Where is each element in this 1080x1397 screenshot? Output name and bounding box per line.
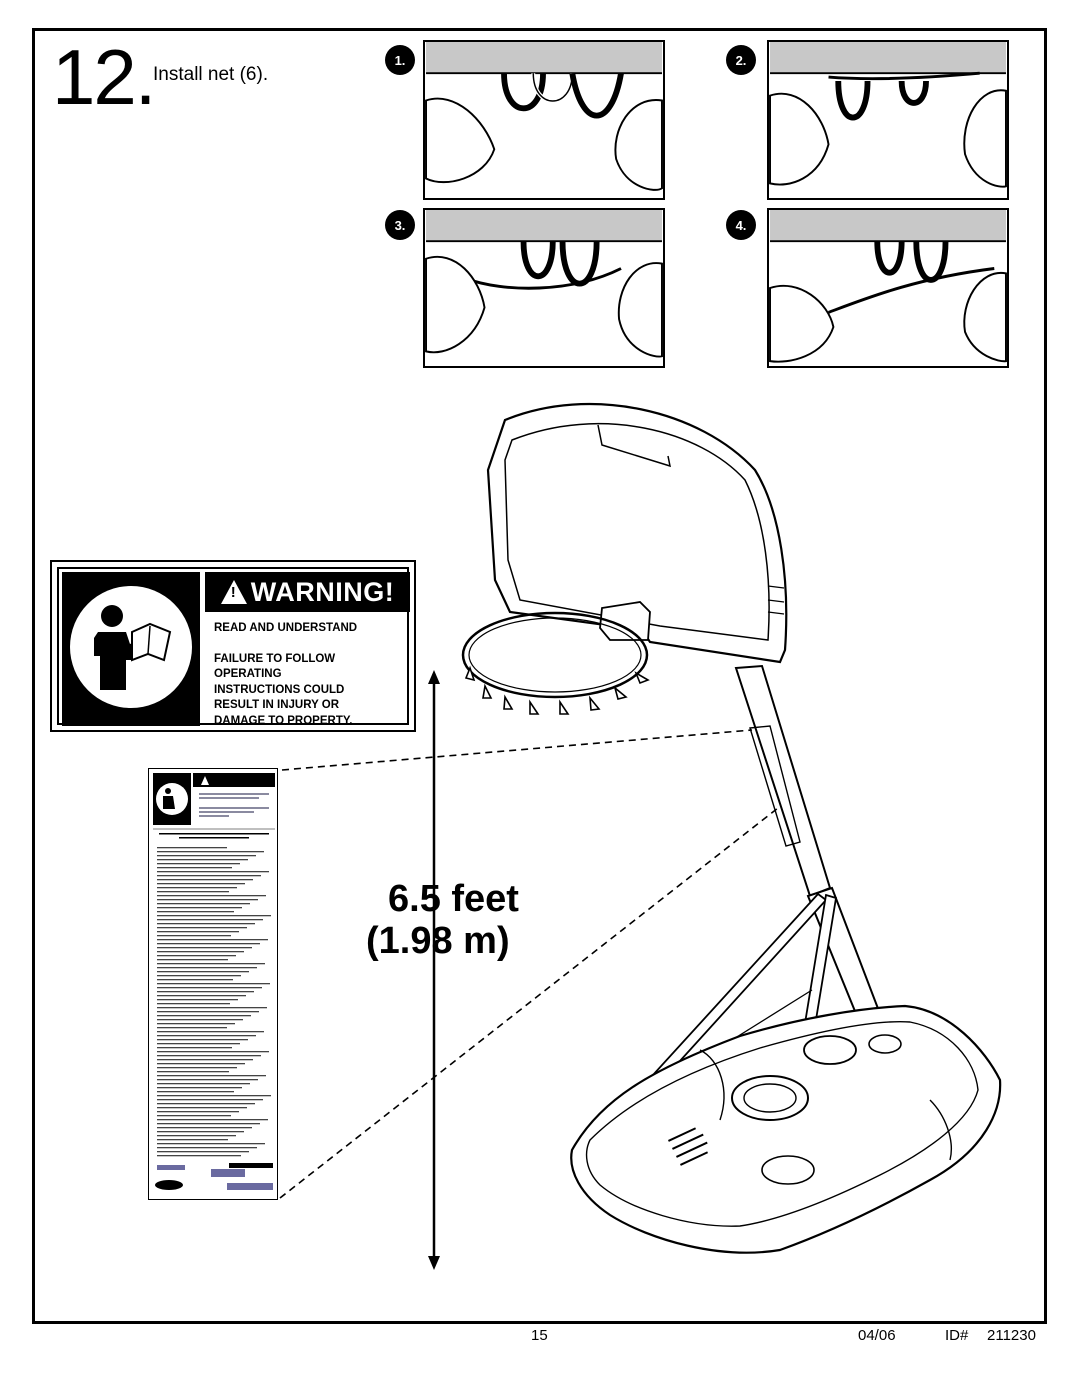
panel-badge-1: 1.: [385, 45, 415, 75]
net-hook-illustration-1: [425, 42, 663, 191]
panel-badge-2: 2.: [726, 45, 756, 75]
net-hook-illustration-2: [769, 42, 1007, 188]
panel-badge-4: 4.: [726, 210, 756, 240]
pole-warning-label-card: [148, 768, 278, 1200]
height-feet-label: 6.5 feet: [388, 878, 519, 920]
footer-id-label: ID#: [945, 1327, 969, 1344]
person-reading-icon: [94, 605, 172, 690]
page-number: 15: [531, 1327, 548, 1344]
step-title: Install net (6).: [153, 64, 269, 85]
warning-line: FAILURE TO FOLLOW: [214, 652, 336, 665]
warning-banner-text: WARNING!: [250, 576, 395, 607]
warning-inner-frame: ! WARNING! READ AND UNDERSTAND FAILURE T…: [57, 567, 410, 727]
warning-text: READ AND UNDERSTAND FAILURE TO FOLLOW OP…: [214, 621, 357, 729]
warning-line: OPERATING: [214, 668, 282, 680]
step-number: 12.: [52, 33, 156, 121]
warning-line: READ AND UNDERSTAND: [214, 622, 358, 634]
footer-date: 04/06: [858, 1327, 896, 1344]
warning-line: INSTRUCTIONS COULD: [214, 683, 345, 696]
read-manual-icon: [62, 572, 200, 726]
warning-line: RESULT IN INJURY OR: [214, 699, 340, 711]
panel-badge-3: 3.: [385, 210, 415, 240]
height-meters-label: (1.98 m): [366, 920, 510, 962]
net-hook-illustration-4: [769, 210, 1007, 363]
panel-1-illustration: [423, 40, 665, 200]
net-hook-illustration-3: [425, 210, 663, 358]
panel-3-illustration: [423, 208, 665, 368]
pole-label-illustration: [153, 773, 275, 1190]
page-frame: [32, 28, 1047, 1324]
footer-id-value: 211230: [987, 1327, 1036, 1344]
warning-banner: ! WARNING!: [205, 572, 410, 612]
warning-line: DAMAGE TO PROPERTY.: [214, 714, 353, 727]
panel-2-illustration: [767, 40, 1009, 200]
warning-triangle-icon: !: [220, 580, 247, 604]
panel-4-illustration: [767, 208, 1009, 368]
warning-label: ! WARNING! READ AND UNDERSTAND FAILURE T…: [50, 560, 416, 732]
